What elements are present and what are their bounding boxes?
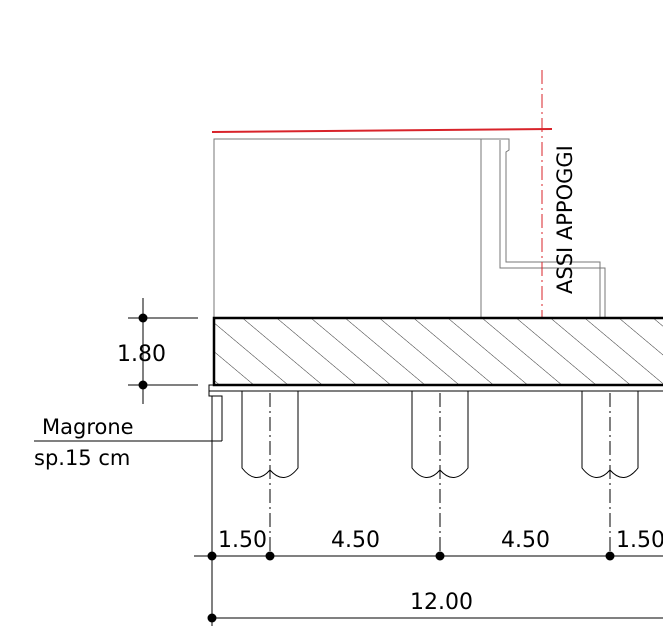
magrone-note-line1: Magrone xyxy=(42,415,134,439)
span-dimension-chain xyxy=(194,396,663,626)
span-dimension-3: 4.50 xyxy=(501,528,550,553)
span-dimension-4: 1.50 xyxy=(616,528,663,553)
thickness-dimension xyxy=(128,298,198,404)
magrone-note-line2: sp.15 cm xyxy=(34,446,130,470)
pier-outline xyxy=(213,138,606,318)
magrone-edge xyxy=(208,391,223,441)
foundation-slab xyxy=(212,316,663,387)
magrone-layer xyxy=(208,384,663,392)
pile-3 xyxy=(581,391,639,557)
thickness-value: 1.80 xyxy=(117,342,166,367)
support-axis-label: ASSI APPOGGI xyxy=(553,145,577,294)
pile-1 xyxy=(241,391,299,557)
span-dimension-1: 1.50 xyxy=(218,528,267,553)
span-dimension-2: 4.50 xyxy=(331,528,380,553)
total-dimension-value: 12.00 xyxy=(410,590,473,615)
total-dimension xyxy=(207,613,663,623)
red-top-line xyxy=(211,128,553,133)
pile-2 xyxy=(411,391,469,557)
